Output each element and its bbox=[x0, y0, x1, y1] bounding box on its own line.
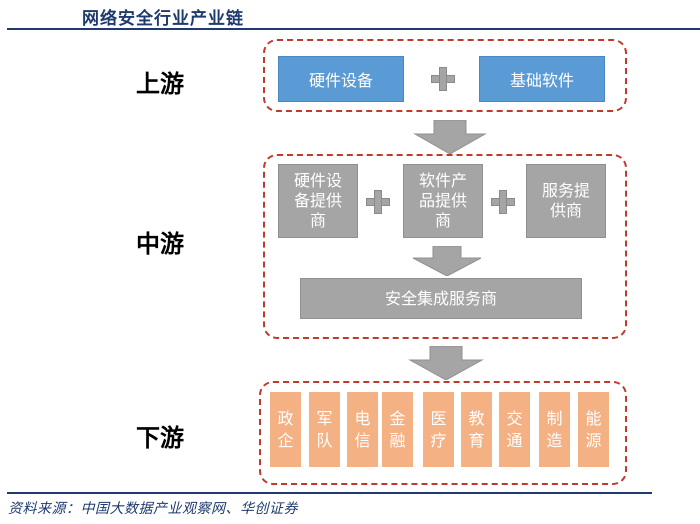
upstream-item-software: 基础软件 bbox=[479, 56, 605, 102]
industry-label: 交通 bbox=[506, 408, 523, 450]
downstream-industry-box: 能源 bbox=[578, 392, 609, 467]
upstream-item-hardware: 硬件设备 bbox=[278, 56, 404, 102]
downstream-group bbox=[259, 381, 627, 485]
plus-icon bbox=[366, 190, 390, 214]
industry-label: 制造 bbox=[546, 408, 563, 450]
industry-label: 教育 bbox=[468, 408, 485, 450]
midstream-security-integrator: 安全集成服务商 bbox=[300, 278, 582, 319]
tier-label-upstream: 上游 bbox=[136, 70, 184, 98]
downstream-industry-box: 金融 bbox=[382, 392, 413, 467]
industry-label: 政企 bbox=[277, 408, 294, 450]
provider-text-line: 商 bbox=[434, 211, 451, 230]
plus-icon bbox=[431, 67, 455, 91]
title-divider bbox=[7, 28, 700, 30]
industry-label: 电信 bbox=[354, 408, 371, 450]
downstream-industry-box: 交通 bbox=[499, 392, 530, 467]
provider-text-line: 服务提 bbox=[541, 181, 590, 200]
provider-text-line: 商 bbox=[309, 211, 326, 230]
midstream-provider-software: 软件产 品提供 商 bbox=[403, 164, 483, 238]
downstream-industry-box: 政企 bbox=[270, 392, 301, 467]
plus-icon bbox=[491, 190, 515, 214]
down-arrow-icon bbox=[412, 246, 482, 276]
downstream-industry-box: 军队 bbox=[309, 392, 340, 467]
provider-text-line: 软件产 bbox=[418, 171, 467, 190]
downstream-industry-box: 教育 bbox=[461, 392, 492, 467]
provider-text-line: 品提供 bbox=[418, 191, 467, 210]
down-arrow-icon bbox=[408, 346, 484, 380]
provider-text-line: 硬件设 bbox=[293, 171, 342, 190]
midstream-group bbox=[263, 154, 627, 339]
industry-label: 金融 bbox=[389, 408, 406, 450]
downstream-industry-box: 制造 bbox=[539, 392, 570, 467]
tier-label-downstream: 下游 bbox=[136, 424, 184, 452]
diagram-title: 网络安全行业产业链 bbox=[82, 9, 244, 29]
provider-text-line: 备提供 bbox=[293, 191, 342, 210]
industry-label: 医疗 bbox=[430, 408, 447, 450]
downstream-industry-box: 电信 bbox=[347, 392, 378, 467]
industry-label: 能源 bbox=[585, 408, 602, 450]
downstream-industry-box: 医疗 bbox=[423, 392, 454, 467]
source-divider bbox=[7, 492, 652, 494]
source-note: 资料来源：中国大数据产业观察网、华创证券 bbox=[8, 501, 298, 517]
provider-text-line: 供商 bbox=[549, 201, 582, 220]
midstream-provider-service: 服务提 供商 bbox=[526, 164, 606, 238]
tier-label-midstream: 中游 bbox=[136, 230, 184, 258]
upstream-group bbox=[263, 39, 627, 112]
down-arrow-icon bbox=[413, 120, 487, 154]
midstream-provider-hardware: 硬件设 备提供 商 bbox=[278, 164, 358, 238]
industry-label: 军队 bbox=[316, 408, 333, 450]
